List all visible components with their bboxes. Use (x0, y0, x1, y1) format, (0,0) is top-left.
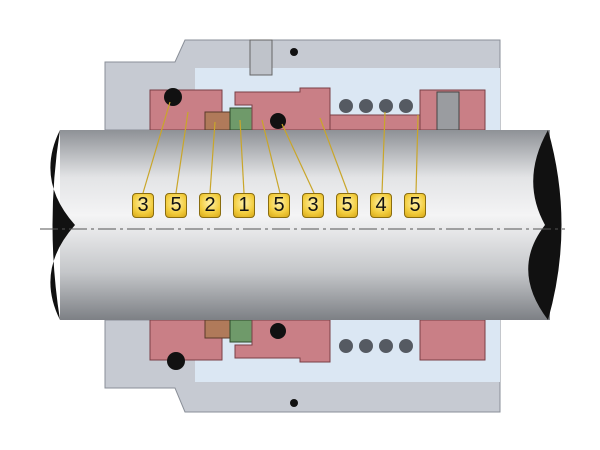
shaft-end-left (50, 130, 75, 320)
o-ring-3-bottom (167, 352, 185, 370)
port-fitting (249, 39, 273, 76)
spring-retainer-top (329, 114, 421, 131)
leader-lines (142, 101, 419, 194)
label-badge: 5 (268, 193, 290, 218)
carbon-face-1-top (229, 107, 253, 131)
o-ring-3-top (164, 88, 182, 106)
o-ring-gland-top (290, 48, 298, 56)
shaft-end-right (528, 130, 562, 320)
carbon-face-1-bottom (229, 319, 253, 343)
label-badge: 1 (233, 193, 255, 218)
label-badge: 4 (370, 193, 392, 218)
o-ring-gland-bottom (290, 399, 298, 407)
seal-face-2-bottom (204, 319, 231, 339)
shaft (60, 130, 550, 320)
label-badge: 3 (132, 193, 154, 218)
set-screw (436, 91, 460, 131)
drive-collar-5-bottom (419, 319, 486, 361)
label-badge: 5 (165, 193, 187, 218)
springs-4-bottom (339, 339, 413, 353)
label-badge: 5 (404, 193, 426, 218)
o-ring-3b-bottom (270, 323, 286, 339)
label-badge: 5 (336, 193, 358, 218)
label-badge: 2 (199, 193, 221, 218)
seal-face-2-top (204, 111, 231, 131)
springs-4-top (339, 99, 413, 113)
label-badge: 3 (302, 193, 324, 218)
